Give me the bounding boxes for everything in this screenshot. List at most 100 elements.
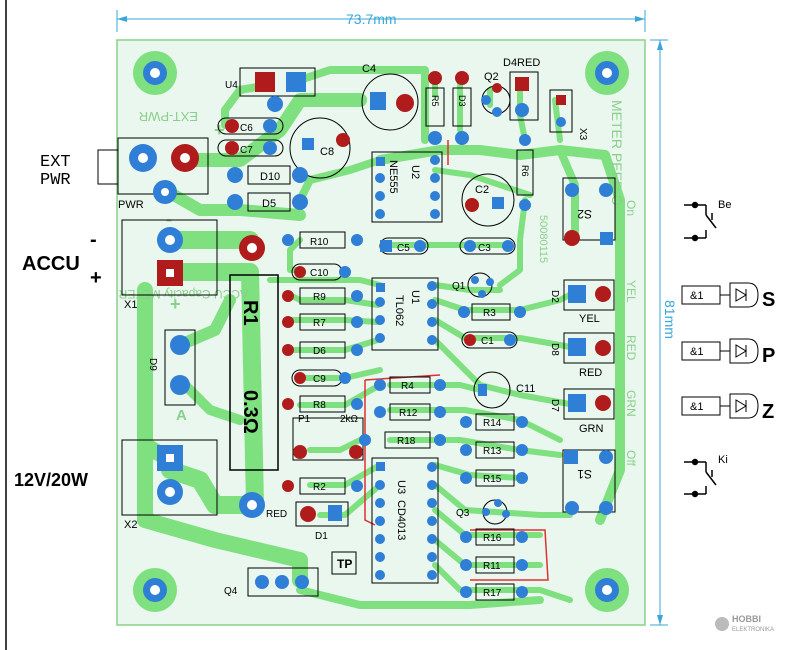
svg-text:X1: X1 — [124, 299, 137, 311]
svg-text:C2: C2 — [475, 184, 489, 196]
svg-text:D7: D7 — [549, 399, 560, 412]
svg-text:D1: D1 — [315, 531, 328, 542]
c4-electrolytic: C4 — [361, 63, 419, 131]
p1-label: P1 — [298, 414, 311, 425]
svg-text:C8: C8 — [320, 146, 334, 158]
ext-led-p: &1 P — [681, 338, 775, 367]
svg-text:R11: R11 — [483, 561, 501, 572]
s1-switch: S1 — [562, 449, 616, 515]
q1-transistor: Q1 — [452, 272, 494, 298]
pwr-label: PWR — [40, 171, 71, 190]
svg-text:R18: R18 — [397, 436, 416, 447]
svg-text:&1: &1 — [690, 346, 703, 358]
be-label: Be — [718, 199, 731, 211]
c5-c3-caps: C5 C3 — [379, 237, 516, 255]
x1-connector: X1 — [121, 219, 218, 311]
accu-label: ACCU — [22, 253, 80, 275]
svg-text:&1: &1 — [690, 290, 703, 302]
svg-text:R4: R4 — [401, 381, 414, 392]
svg-text:D10: D10 — [260, 171, 280, 183]
svg-text:D6: D6 — [313, 346, 326, 357]
ext-label: EXT — [40, 153, 71, 172]
led-d2: D2 YEL — [549, 279, 615, 325]
svg-text:S1: S1 — [577, 467, 592, 481]
svg-text:Q4: Q4 — [224, 586, 238, 597]
svg-text:Q3: Q3 — [456, 508, 470, 519]
d1-led: RED D1 — [266, 501, 349, 542]
yel-label: YEL — [579, 313, 600, 325]
r1-power-resistor: R1 0.3Ω — [229, 235, 279, 518]
svg-text:Q1: Q1 — [452, 281, 466, 292]
yel-silk: YEL — [624, 280, 638, 303]
d1-red-label: RED — [266, 509, 287, 520]
svg-text:R13: R13 — [483, 446, 502, 457]
svg-text:R8: R8 — [313, 400, 326, 411]
switch-ki — [684, 458, 717, 498]
x3-connector: X3 — [549, 89, 588, 141]
mounting-holes — [133, 51, 629, 612]
svg-text:R14: R14 — [483, 418, 502, 429]
pwr-silk: PWR — [118, 199, 144, 211]
grn-label: GRN — [579, 423, 604, 435]
u1-tl062: TL062 U1 — [371, 277, 439, 351]
r3-c1: R3 C1 — [458, 303, 526, 349]
minus-silk: - — [166, 209, 172, 229]
svg-text:U2: U2 — [409, 165, 421, 179]
resistor-column-left: C10 R9 R7 D6 C9 R8 — [282, 263, 363, 413]
svg-text:R5: R5 — [430, 95, 440, 107]
svg-text:R3: R3 — [483, 308, 496, 319]
led-z-label: Z — [762, 401, 774, 423]
accu-minus: - — [90, 229, 97, 251]
ext-led-s: &1 S — [681, 282, 775, 311]
s2-switch: S2 — [562, 177, 616, 246]
svg-text:X3: X3 — [577, 128, 588, 141]
c11-electrolytic: C11 — [473, 371, 535, 409]
a-mark-silk: A — [176, 407, 187, 424]
svg-text:R6: R6 — [520, 165, 530, 177]
r1-label: R1 — [239, 300, 261, 326]
on-silk: On — [624, 200, 638, 216]
d10-d5-diodes: D10 D5 — [227, 165, 308, 212]
u2-ne555: NE555 U2 — [371, 151, 443, 223]
led-s-label: S — [762, 289, 775, 311]
svg-text:U3: U3 — [395, 480, 407, 494]
q3-transistor: Q3 — [456, 499, 510, 525]
svg-text:R12: R12 — [399, 408, 418, 419]
ext-led-z: &1 Z — [681, 393, 774, 423]
svg-text:D5: D5 — [262, 198, 276, 210]
d4-red-led: D4RED — [503, 57, 540, 121]
led-p-label: P — [762, 345, 775, 367]
d9-diode: D9 — [147, 329, 196, 406]
svg-text:&1: &1 — [690, 401, 703, 413]
svg-text:C4: C4 — [362, 63, 376, 75]
c6-c7-caps: C6 C7 — [217, 117, 284, 157]
ki-label: Ki — [718, 454, 728, 466]
svg-text:U1: U1 — [409, 290, 421, 304]
svg-text:R7: R7 — [313, 318, 326, 329]
height-label: 81mm — [662, 300, 678, 339]
x2-connector: X2 — [121, 439, 218, 531]
svg-text:R2: R2 — [313, 482, 326, 493]
svg-text:D4RED: D4RED — [503, 57, 540, 69]
tl062-label: TL062 — [393, 295, 405, 326]
p1-potentiometer: P1 2kΩ — [292, 414, 364, 461]
width-label: 73.7mm — [346, 11, 397, 27]
cd4013-label: CD4013 — [395, 500, 407, 540]
svg-text:U4: U4 — [225, 80, 238, 91]
u3-cd4013: CD4013 U3 — [371, 457, 439, 584]
svg-text:S2: S2 — [577, 207, 592, 221]
svg-text:R9: R9 — [313, 292, 326, 303]
switch-be — [684, 201, 717, 242]
svg-text:C3: C3 — [478, 243, 491, 254]
u4-regulator: U4 — [225, 67, 316, 112]
svg-text:Q2: Q2 — [484, 71, 499, 83]
height-dimension: 81mm — [650, 39, 678, 626]
svg-text:C1: C1 — [481, 336, 494, 347]
resistor-row-middle: R4 R12 R18 — [359, 376, 446, 449]
svg-text:HOBBI: HOBBI — [732, 614, 761, 624]
meter-peep-silk: METER PEEP-O — [609, 100, 625, 206]
led-d8: D8 RED — [549, 332, 615, 379]
resistor-column-right: R14 R13 R15 R16 R11 R17 — [460, 413, 528, 601]
svg-text:R15: R15 — [483, 474, 502, 485]
